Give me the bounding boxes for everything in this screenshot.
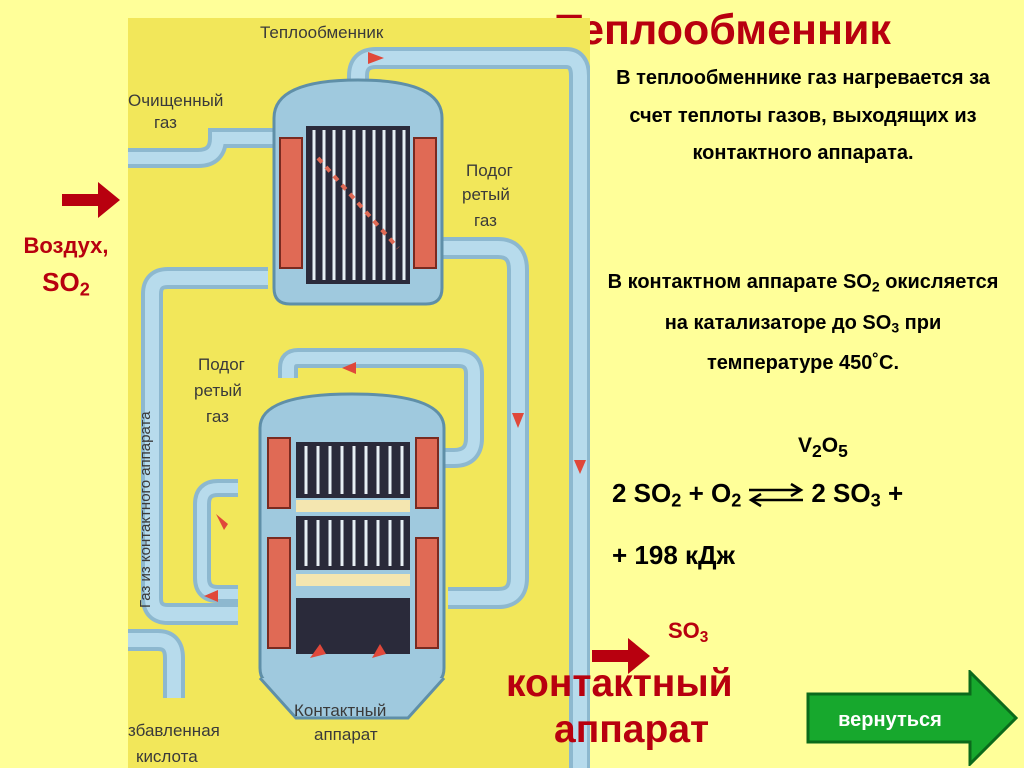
- diagram-label-acid-1: збавленная: [128, 721, 220, 740]
- back-arrow-shape: [806, 670, 1018, 766]
- diagram-label-heated-mid-2: ретый: [194, 381, 242, 400]
- diagram-label-heat-exchanger: Теплообменник: [260, 23, 384, 42]
- outer-pipe-highlight: [351, 51, 587, 768]
- diagram-label-cleaned-gas-1: Очищенный: [128, 91, 223, 110]
- diagram-label-heated-top-1: Подог: [466, 161, 513, 180]
- heat-exchanger-description: В теплообменнике газ нагревается за счет…: [616, 67, 990, 164]
- diagram-label-heated-mid-3: газ: [206, 407, 229, 426]
- diagram-label-heated-top-2: ретый: [462, 185, 510, 204]
- apparatus-title-line1: контактный: [506, 662, 733, 705]
- heat-exchanger-vessel: [272, 78, 444, 306]
- diagram-label-contact-2: аппарат: [314, 725, 378, 744]
- catalyst-label: V2O5: [798, 434, 848, 462]
- back-button[interactable]: вернуться: [806, 670, 1018, 766]
- diagram-label-gas-from-apparatus: Газ из контактного аппарата: [137, 411, 154, 608]
- flow-arrows: [204, 52, 586, 658]
- apparatus-title-line2: аппарат: [554, 708, 710, 751]
- reversible-arrow-icon: [748, 483, 804, 508]
- diagram-label-heated-mid-1: Подог: [198, 355, 245, 374]
- diagram-label-heated-top-3: газ: [474, 211, 497, 230]
- air-inlet-arrow-icon: [62, 182, 120, 218]
- page-title: Теплообменник: [556, 6, 891, 54]
- contact-apparatus-description: В контактном аппарате SO2 окисляется на …: [607, 271, 999, 374]
- so3-label: SO3: [668, 618, 709, 646]
- so2-label: SO2: [42, 267, 90, 300]
- diagram-label-contact-1: Контактный: [294, 701, 386, 720]
- contact-apparatus-vessel: [258, 392, 446, 720]
- air-so2-label: Воздух, SO2: [6, 228, 126, 308]
- air-label: Воздух,: [23, 233, 109, 258]
- diagram-label-acid-2: кислота: [136, 747, 198, 766]
- back-button-label: вернуться: [838, 709, 942, 731]
- so3-outlet-arrow-icon: [592, 638, 650, 674]
- diagram-label-cleaned-gas-2: газ: [154, 113, 177, 132]
- sulfuric-acid-apparatus-diagram: Теплообменник Очищенный газ Подог ретый …: [128, 18, 590, 768]
- reaction-equation-line2: + 198 кДж: [612, 540, 735, 570]
